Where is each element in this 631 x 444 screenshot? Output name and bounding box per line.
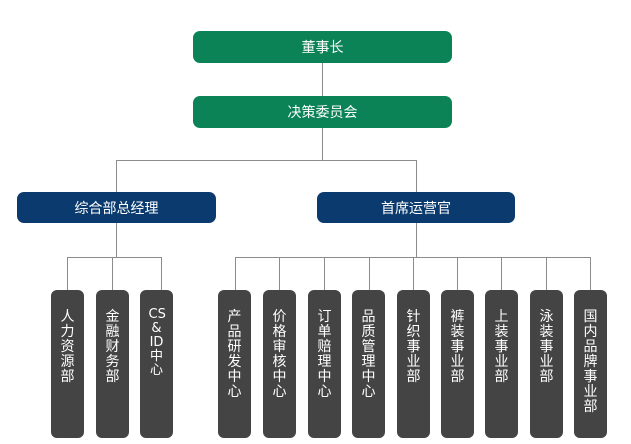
general-manager-box[interactable]: 综合部总经理 bbox=[17, 192, 216, 223]
connector-dept-r1 bbox=[235, 257, 236, 290]
committee-box[interactable]: 决策委员会 bbox=[193, 96, 452, 128]
connector-dept-r7 bbox=[501, 257, 502, 290]
dept-quality[interactable]: 品 质 管 理 中 心 bbox=[352, 290, 385, 438]
dept-domestic-brand-label: 国 内 品 牌 事 业 部 bbox=[583, 309, 598, 415]
dept-swimwear-label: 泳 装 事 业 部 bbox=[539, 309, 554, 385]
dept-pants[interactable]: 裤 装 事 业 部 bbox=[441, 290, 474, 438]
ceo-box[interactable]: 首席运营官 bbox=[317, 192, 515, 223]
dept-product-rd[interactable]: 产 品 研 发 中 心 bbox=[218, 290, 251, 438]
connector-dept-hr bbox=[67, 257, 68, 290]
dept-hr-label: 人 力 资 源 部 bbox=[60, 309, 75, 385]
connector-dept-r5 bbox=[413, 257, 414, 290]
dept-quality-label: 品 质 管 理 中 心 bbox=[361, 309, 376, 400]
connector-ceo-up bbox=[416, 160, 417, 192]
connector-left-depts-bar bbox=[67, 257, 162, 258]
dept-order-claims-label: 订 单 赔 理 中 心 bbox=[317, 309, 332, 400]
general-manager-label: 综合部总经理 bbox=[74, 200, 159, 217]
dept-swimwear[interactable]: 泳 装 事 业 部 bbox=[530, 290, 563, 438]
dept-domestic-brand[interactable]: 国 内 品 牌 事 业 部 bbox=[574, 290, 607, 438]
dept-tops[interactable]: 上 装 事 业 部 bbox=[485, 290, 518, 438]
dept-knitwear-label: 针 织 事 业 部 bbox=[406, 309, 421, 385]
dept-price-audit-label: 价 格 审 核 中 心 bbox=[272, 309, 287, 400]
dept-product-rd-label: 产 品 研 发 中 心 bbox=[227, 309, 242, 400]
connector-committee-down bbox=[322, 128, 323, 161]
chairman-box[interactable]: 董事长 bbox=[193, 31, 452, 63]
committee-label: 决策委员会 bbox=[287, 105, 358, 121]
connector-general-down bbox=[116, 223, 117, 258]
connector-dept-r2 bbox=[279, 257, 280, 290]
connector-dept-r4 bbox=[369, 257, 370, 290]
connector-dept-r3 bbox=[324, 257, 325, 290]
dept-finance[interactable]: 金 融 财 务 部 bbox=[96, 290, 129, 438]
dept-finance-label: 金 融 财 务 部 bbox=[105, 309, 120, 385]
connector-dept-r6 bbox=[457, 257, 458, 290]
dept-knitwear[interactable]: 针 织 事 业 部 bbox=[397, 290, 430, 438]
dept-hr[interactable]: 人 力 资 源 部 bbox=[51, 290, 84, 438]
dept-pants-label: 裤 装 事 业 部 bbox=[450, 309, 465, 385]
connector-ceo-down bbox=[416, 223, 417, 258]
dept-price-audit[interactable]: 价 格 审 核 中 心 bbox=[263, 290, 296, 438]
connector-dept-finance bbox=[112, 257, 113, 290]
dept-order-claims[interactable]: 订 单 赔 理 中 心 bbox=[308, 290, 341, 438]
connector-chairman-committee bbox=[322, 63, 323, 96]
chairman-label: 董事长 bbox=[301, 40, 344, 56]
dept-tops-label: 上 装 事 业 部 bbox=[494, 309, 509, 385]
ceo-label: 首席运营官 bbox=[381, 200, 451, 217]
connector-general-up bbox=[116, 160, 117, 192]
dept-csid-label: CS & ID 中 心 bbox=[148, 307, 166, 378]
connector-dept-r8 bbox=[546, 257, 547, 290]
connector-dept-r9 bbox=[590, 257, 591, 290]
connector-managers-bar bbox=[116, 160, 417, 161]
connector-dept-csid bbox=[161, 257, 162, 290]
dept-csid[interactable]: CS & ID 中 心 bbox=[140, 290, 173, 438]
